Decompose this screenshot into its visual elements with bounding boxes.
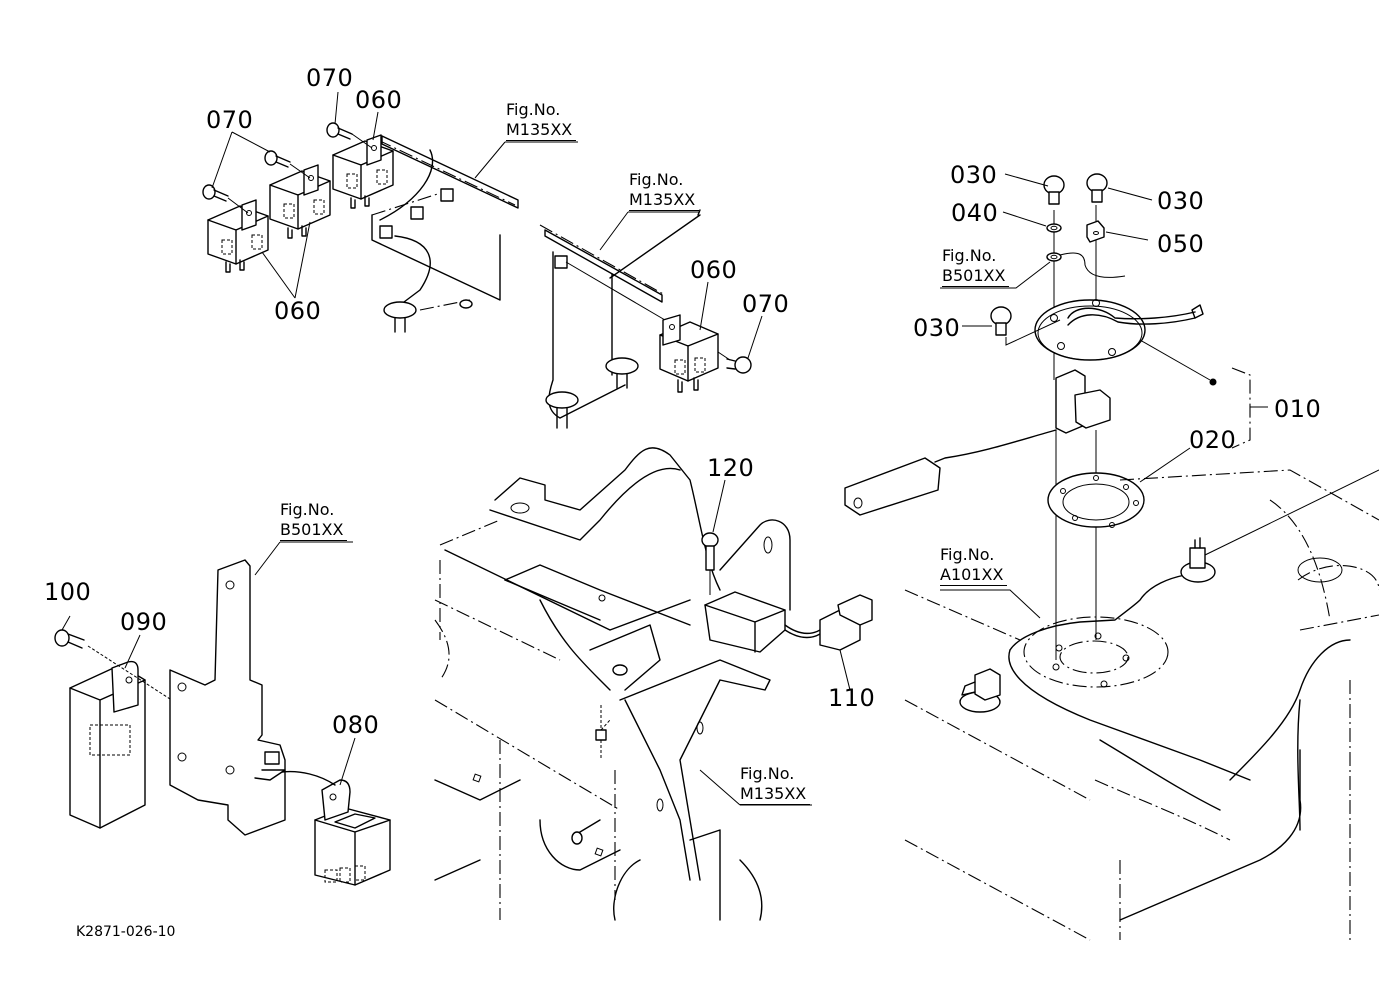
connector-110 (819, 594, 873, 691)
relay-060-left (207, 199, 269, 273)
figure-ref-code: M135XX (740, 784, 811, 805)
figure-ref-label: Fig.No. (940, 545, 995, 564)
screw-070-top-middle (717, 351, 752, 374)
callout-030[interactable]: 030 (950, 161, 998, 189)
figure-ref-label: Fig.No. (942, 246, 997, 265)
figure-ref[interactable]: Fig.No. M135XX (506, 100, 577, 141)
gasket-020 (1047, 472, 1145, 528)
controller-unit (704, 591, 826, 653)
callout-080[interactable]: 080 (332, 711, 380, 739)
leader-lines-bottom-left (124, 541, 356, 786)
callout-030[interactable]: 030 (913, 314, 961, 342)
callout-020[interactable]: 020 (1189, 426, 1237, 454)
figure-ref[interactable]: Fig.No. A101XX (940, 545, 1008, 586)
callout-060[interactable]: 060 (274, 297, 322, 325)
figure-ref-label: Fig.No. (506, 100, 561, 119)
washer-040 (1046, 223, 1126, 278)
screws-070-top-left (202, 122, 373, 214)
callout-120[interactable]: 120 (707, 454, 755, 482)
controller-090 (69, 660, 146, 829)
figure-ref-code: A101XX (940, 565, 1008, 586)
diagram-id: K2871-026-10 (76, 924, 176, 940)
figure-ref-label: Fig.No. (629, 170, 684, 189)
figure-ref[interactable]: Fig.No. M135XX (740, 764, 811, 805)
figure-ref-code: M135XX (506, 120, 577, 141)
callout-040[interactable]: 040 (951, 199, 999, 227)
callout-030[interactable]: 030 (1157, 187, 1205, 215)
figure-ref[interactable]: Fig.No. M135XX (629, 170, 700, 211)
figure-ref-label: Fig.No. (280, 500, 335, 519)
bolt-120 (701, 479, 726, 595)
leader-lines-top-left (211, 91, 578, 299)
figure-ref-code: M135XX (629, 190, 700, 211)
chassis-frame (434, 447, 791, 921)
figure-ref[interactable]: Fig.No. B501XX (942, 246, 1010, 287)
relay-080 (281, 770, 391, 886)
mounting-bracket-bottom-left (169, 559, 286, 836)
relay-bracket-top-left (371, 135, 519, 333)
relay-060-middle (269, 164, 331, 239)
callout-070[interactable]: 070 (742, 290, 790, 318)
callout-010[interactable]: 010 (1274, 395, 1322, 423)
figure-ref-label: Fig.No. (740, 764, 795, 783)
callout-050[interactable]: 050 (1157, 230, 1205, 258)
terminal-050 (1086, 220, 1105, 243)
figure-ref[interactable]: Fig.No. B501XX (280, 500, 348, 541)
figure-ref-code: B501XX (280, 520, 348, 541)
fuel-tank (904, 469, 1379, 941)
relay-060-top-middle (659, 314, 719, 393)
fuel-sender-assembly (844, 205, 1204, 660)
leader-lines-top-middle (599, 211, 763, 359)
callout-110[interactable]: 110 (828, 684, 876, 712)
callout-070[interactable]: 070 (306, 64, 354, 92)
callout-070[interactable]: 070 (206, 106, 254, 134)
callout-060[interactable]: 060 (355, 86, 403, 114)
leader-lines-bottom-center (699, 769, 812, 806)
relay-060-right (332, 134, 394, 209)
callout-060[interactable]: 060 (690, 256, 738, 284)
bolts-030 (990, 173, 1108, 336)
leader-lines-right (940, 173, 1268, 619)
relay-bracket-top-middle (539, 209, 701, 429)
callout-090[interactable]: 090 (120, 608, 168, 636)
figure-ref-code: B501XX (942, 266, 1010, 287)
callout-100[interactable]: 100 (44, 578, 92, 606)
